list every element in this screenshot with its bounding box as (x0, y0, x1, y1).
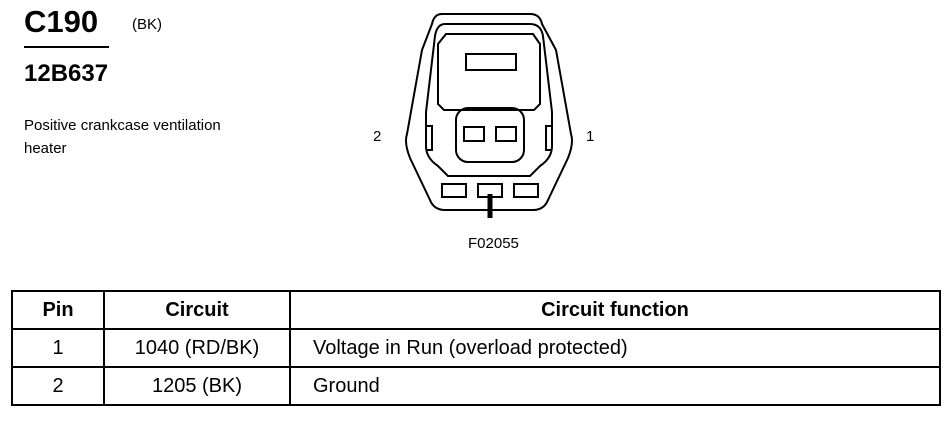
key-slot-left (441, 183, 467, 198)
figure-id: F02055 (468, 235, 519, 252)
left-notch (426, 125, 433, 151)
connector-id: C190 (24, 4, 99, 39)
pinout-table: Pin Circuit Circuit function 1 1040 (RD/… (11, 290, 941, 406)
header-circuit-function: Circuit function (289, 290, 941, 330)
key-slot-right (513, 183, 539, 198)
connector-id-underline (24, 46, 109, 48)
terminal-cavity (455, 107, 525, 163)
right-notch (545, 125, 552, 151)
pin-2-cavity (463, 126, 485, 142)
pin-1-cavity (495, 126, 517, 142)
cell-circuit: 1040 (RD/BK) (103, 328, 291, 368)
pin-1-label: 1 (586, 128, 595, 145)
cell-circuit: 1205 (BK) (103, 366, 291, 406)
pin-2-label: 2 (373, 128, 382, 145)
cell-circuit-function: Voltage in Run (overload protected) (289, 328, 941, 368)
header-pin: Pin (11, 290, 105, 330)
part-number: 12B637 (24, 60, 109, 87)
table-row: 1 1040 (RD/BK) Voltage in Run (overload … (11, 328, 941, 368)
latch-outline (437, 33, 541, 111)
table-row: 2 1205 (BK) Ground (11, 366, 941, 406)
connector-housing-outline (405, 13, 573, 211)
table-header-row: Pin Circuit Circuit function (11, 290, 941, 330)
connector-description: Positive crankcase ventilation heater (24, 117, 221, 157)
connector-face-diagram (405, 13, 573, 218)
cell-circuit-function: Ground (289, 366, 941, 406)
cell-pin: 1 (11, 328, 105, 368)
header-circuit: Circuit (103, 290, 291, 330)
connector-color: (BK) (132, 16, 162, 33)
cell-pin: 2 (11, 366, 105, 406)
latch-slot (465, 53, 517, 71)
connector-inner-outline (425, 23, 553, 177)
